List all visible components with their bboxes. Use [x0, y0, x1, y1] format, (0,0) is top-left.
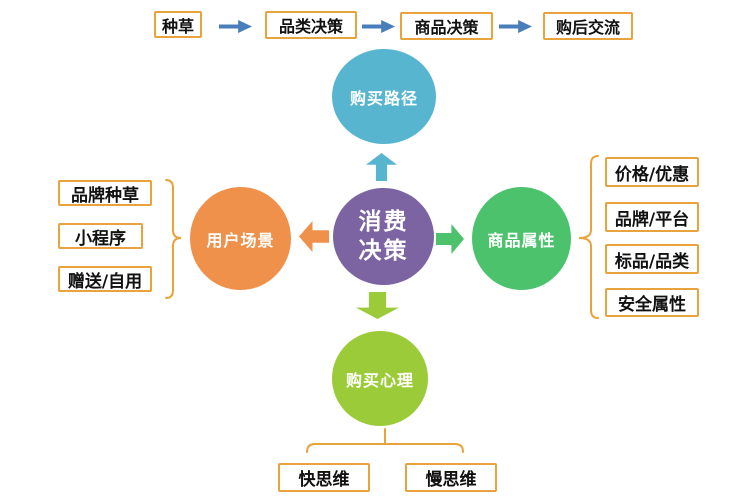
flow-step-product-decision: 商品决策: [400, 12, 493, 40]
left-arrow-icon: [299, 221, 329, 252]
right-brace-icon: [578, 155, 599, 319]
left-item-gift-or-self-use: 赠送/自用: [58, 266, 152, 292]
bottom-item-slow-thinking: 慢思维: [405, 463, 497, 492]
right-item-safety-attribute: 安全属性: [605, 288, 699, 317]
flow-arrow-icon-3: [499, 20, 532, 33]
node-purchase-psychology: 购买心理: [332, 331, 428, 426]
node-product-attributes: 商品属性: [472, 187, 571, 290]
bottom-item-fast-thinking: 快思维: [278, 463, 370, 492]
node-user-scenario: 用户场景: [190, 187, 291, 290]
right-item-price-discount: 价格/优惠: [605, 157, 699, 187]
flow-step-seeding: 种草: [154, 11, 202, 38]
flow-step-post-purchase: 购后交流: [543, 12, 633, 40]
node-purchase-path: 购买路径: [332, 49, 436, 144]
flow-step-category-decision: 品类决策: [265, 11, 357, 39]
left-item-brand-seeding: 品牌种草: [58, 180, 152, 206]
left-brace-icon: [165, 179, 182, 299]
right-item-brand-platform: 品牌/平台: [605, 202, 699, 232]
flow-arrow-icon-2: [362, 20, 395, 33]
flow-arrow-icon-1: [219, 20, 252, 33]
center-node-line2: 决策: [358, 237, 409, 264]
center-node-consumer-decision: 消费 决策: [333, 188, 434, 285]
up-arrow-icon: [366, 153, 397, 181]
bottom-brace-icon: [306, 428, 464, 453]
down-arrow-icon: [356, 292, 399, 319]
right-arrow-icon: [436, 224, 464, 254]
left-item-mini-program: 小程序: [58, 223, 143, 249]
right-item-standard-category: 标品/品类: [605, 244, 699, 274]
center-node-line1: 消费: [358, 208, 409, 235]
